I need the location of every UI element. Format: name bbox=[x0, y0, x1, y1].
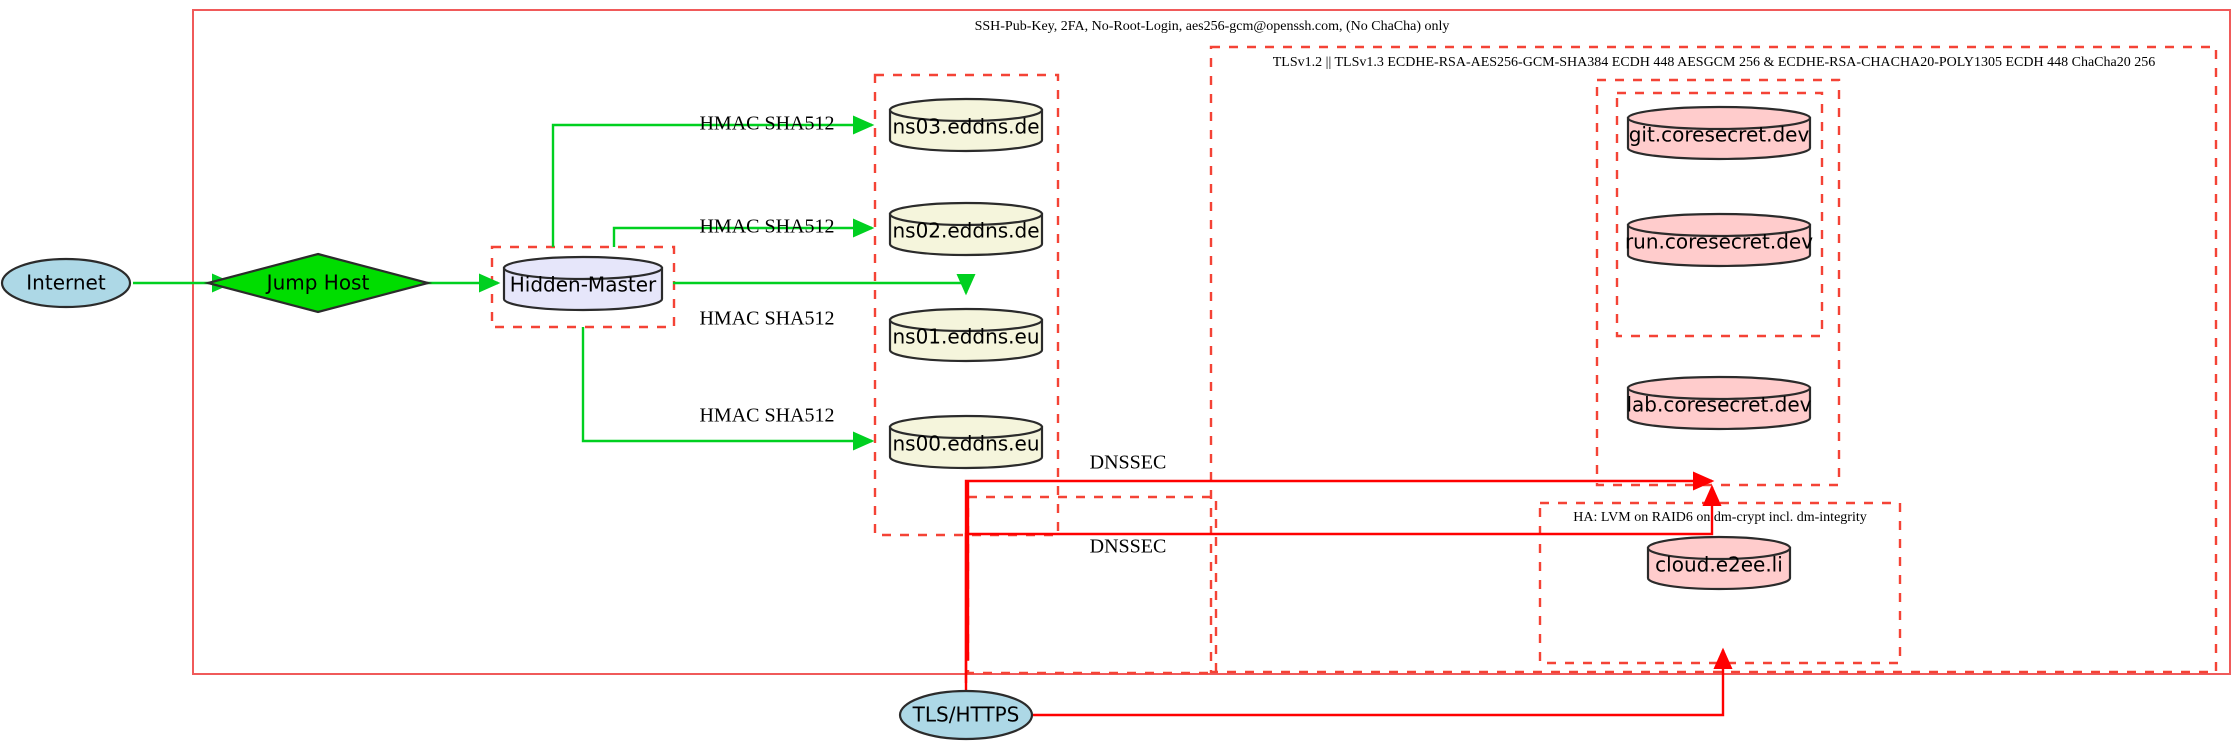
node-run-coresecret[interactable]: run.coresecret.dev bbox=[1625, 212, 1813, 268]
dnssec-zone-container bbox=[966, 495, 1218, 675]
node-jump-host[interactable]: Jump Host bbox=[203, 252, 433, 314]
node-internet[interactable]: Internet bbox=[0, 257, 132, 309]
edge-label-dnssec-upper: DNSSEC bbox=[1090, 452, 1167, 474]
tls-policy-container bbox=[1209, 45, 2218, 674]
tls-https-ellipse bbox=[898, 689, 1034, 741]
edge-label-hmac-ns02: HMAC SHA512 bbox=[699, 216, 834, 238]
tls-https-label: TLS/HTTPS bbox=[912, 703, 1020, 727]
node-lab-coresecret[interactable]: lab.coresecret.dev bbox=[1626, 375, 1812, 431]
ns02-cylinder-top bbox=[888, 201, 1044, 227]
ns02-label: ns02.eddns.de bbox=[892, 219, 1039, 243]
edge-hiddenmaster-ns02 bbox=[612, 218, 875, 247]
hidden-master-cylinder-top bbox=[502, 255, 664, 281]
dns-zone-container bbox=[873, 73, 1060, 537]
hidden-master-container bbox=[490, 245, 676, 329]
edge-hiddenmaster-ns03 bbox=[551, 115, 875, 247]
ns01-cylinder-top bbox=[888, 307, 1044, 333]
lab-cylinder-top bbox=[1626, 375, 1812, 401]
edge-label-hmac-ns01: HMAC SHA512 bbox=[699, 308, 834, 330]
edge-dnssec-upper bbox=[964, 471, 1715, 683]
jump-host-label: Jump Host bbox=[265, 271, 370, 295]
edge-label-hmac-ns03: HMAC SHA512 bbox=[699, 113, 834, 135]
edge-hiddenmaster-ns00 bbox=[581, 327, 875, 451]
run-cylinder-top bbox=[1626, 212, 1812, 238]
ha-policy-label: HA: LVM on RAID6 on dm-crypt incl. dm-in… bbox=[1573, 510, 1866, 525]
node-ns00[interactable]: ns00.eddns.eu bbox=[888, 414, 1044, 470]
git-cylinder-top bbox=[1626, 105, 1812, 131]
internet-label: Internet bbox=[26, 271, 106, 295]
node-ns03[interactable]: ns03.eddns.de bbox=[888, 97, 1044, 153]
ssh-policy-label: SSH-Pub-Key, 2FA, No-Root-Login, aes256-… bbox=[975, 19, 1450, 34]
ns01-label: ns01.eddns.eu bbox=[892, 325, 1039, 349]
ns03-cylinder-top bbox=[888, 97, 1044, 123]
jump-host-diamond bbox=[203, 252, 433, 314]
edge-label-dnssec-lower: DNSSEC bbox=[1090, 536, 1167, 558]
coresecret-inner-container bbox=[1615, 91, 1824, 338]
node-tls-https[interactable]: TLS/HTTPS bbox=[898, 689, 1034, 741]
node-cloud-e2ee[interactable]: cloud.e2ee.li bbox=[1646, 535, 1792, 591]
node-ns01[interactable]: ns01.eddns.eu bbox=[888, 307, 1044, 363]
ns00-label: ns00.eddns.eu bbox=[892, 432, 1039, 456]
node-git-coresecret[interactable]: git.coresecret.dev bbox=[1626, 105, 1812, 161]
ns03-label: ns03.eddns.de bbox=[892, 115, 1039, 139]
cloud-label: cloud.e2ee.li bbox=[1655, 553, 1783, 577]
git-label: git.coresecret.dev bbox=[1629, 123, 1810, 147]
tls-policy-label: TLSv1.2 || TLSv1.3 ECDHE-RSA-AES256-GCM-… bbox=[1273, 55, 2155, 70]
node-ns02[interactable]: ns02.eddns.de bbox=[888, 201, 1044, 257]
lab-label: lab.coresecret.dev bbox=[1626, 393, 1811, 417]
internet-ellipse bbox=[0, 257, 132, 309]
node-hidden-master[interactable]: Hidden-Master bbox=[502, 255, 664, 312]
ns00-cylinder-top bbox=[888, 414, 1044, 440]
hidden-master-label: Hidden-Master bbox=[510, 273, 657, 297]
edge-label-hmac-ns00: HMAC SHA512 bbox=[699, 405, 834, 427]
run-label: run.coresecret.dev bbox=[1625, 230, 1813, 254]
edge-hiddenmaster-ns01 bbox=[673, 273, 976, 296]
ssh-policy-container bbox=[192, 9, 2231, 675]
edge-tls-to-ha bbox=[1031, 647, 1733, 717]
cloud-cylinder-top bbox=[1646, 535, 1792, 561]
